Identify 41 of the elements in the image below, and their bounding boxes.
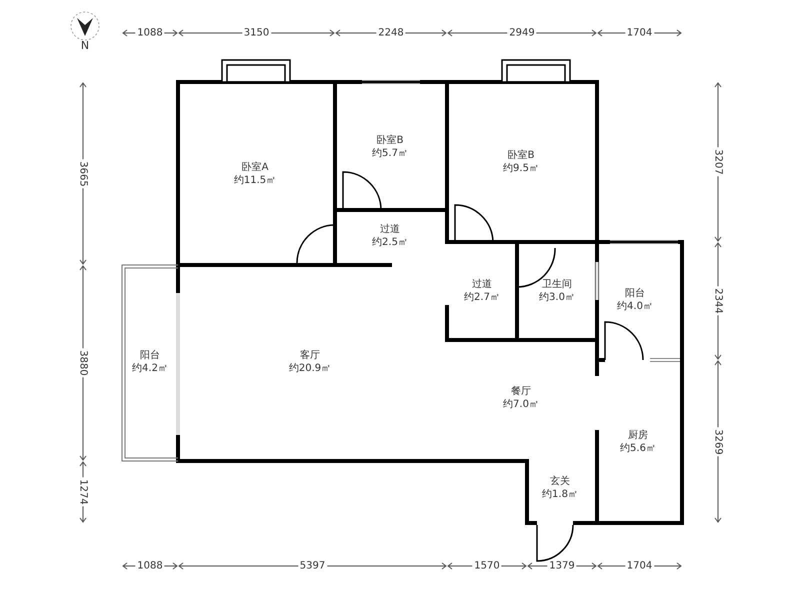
dimension-label: 1088 <box>135 28 165 38</box>
dimension-label: 1379 <box>547 560 577 572</box>
dimension-label: 2344 <box>712 286 724 316</box>
dimension-label: 3665 <box>78 158 88 188</box>
dimension-label: 2949 <box>507 28 537 38</box>
dimension-label: 1274 <box>78 477 88 507</box>
room-area: 约5.6㎡ <box>620 443 656 455</box>
room-name: 过道 <box>380 224 400 236</box>
dimension-label: 3207 <box>712 147 724 177</box>
dimension-label: 1704 <box>624 28 654 38</box>
room-area: 约20.9㎡ <box>288 363 332 375</box>
room-name: 过道 <box>472 279 492 291</box>
room-area: 约5.7㎡ <box>372 148 408 160</box>
room-area: 约4.0㎡ <box>617 301 653 313</box>
room-area: 约4.2㎡ <box>132 363 168 375</box>
room-area: 约7.0㎡ <box>503 399 539 411</box>
room-name: 餐厅 <box>511 386 531 398</box>
room-name: 卧室A <box>242 162 268 174</box>
room-name: 卧室B <box>508 150 534 162</box>
room-area: 约11.5㎡ <box>234 175 276 187</box>
north-label: N <box>80 40 90 52</box>
room-name: 厨房 <box>628 430 648 442</box>
dimension-label: 3269 <box>712 426 724 456</box>
dimension-label: 5397 <box>298 560 328 572</box>
room-name: 玄关 <box>550 476 570 488</box>
room-name: 卧室B <box>376 135 404 147</box>
dimension-label: 3880 <box>78 348 88 378</box>
dimension-label: 1088 <box>135 560 165 572</box>
room-area: 约2.5㎡ <box>372 237 408 249</box>
dimension-label: 1570 <box>472 560 502 572</box>
room-area: 约3.0㎡ <box>539 292 575 304</box>
room-area: 约1.8㎡ <box>542 489 578 501</box>
room-area: 约2.7㎡ <box>464 292 500 304</box>
room-area: 约9.5㎡ <box>503 163 539 175</box>
dimension-label: 1704 <box>624 560 654 572</box>
dimension-label: 3150 <box>242 28 272 38</box>
room-name: 阳台 <box>140 350 160 362</box>
dimension-label: 2248 <box>376 28 406 38</box>
room-name: 客厅 <box>300 350 320 362</box>
room-name: 卫生间 <box>542 279 572 291</box>
room-name: 阳台 <box>625 288 645 300</box>
